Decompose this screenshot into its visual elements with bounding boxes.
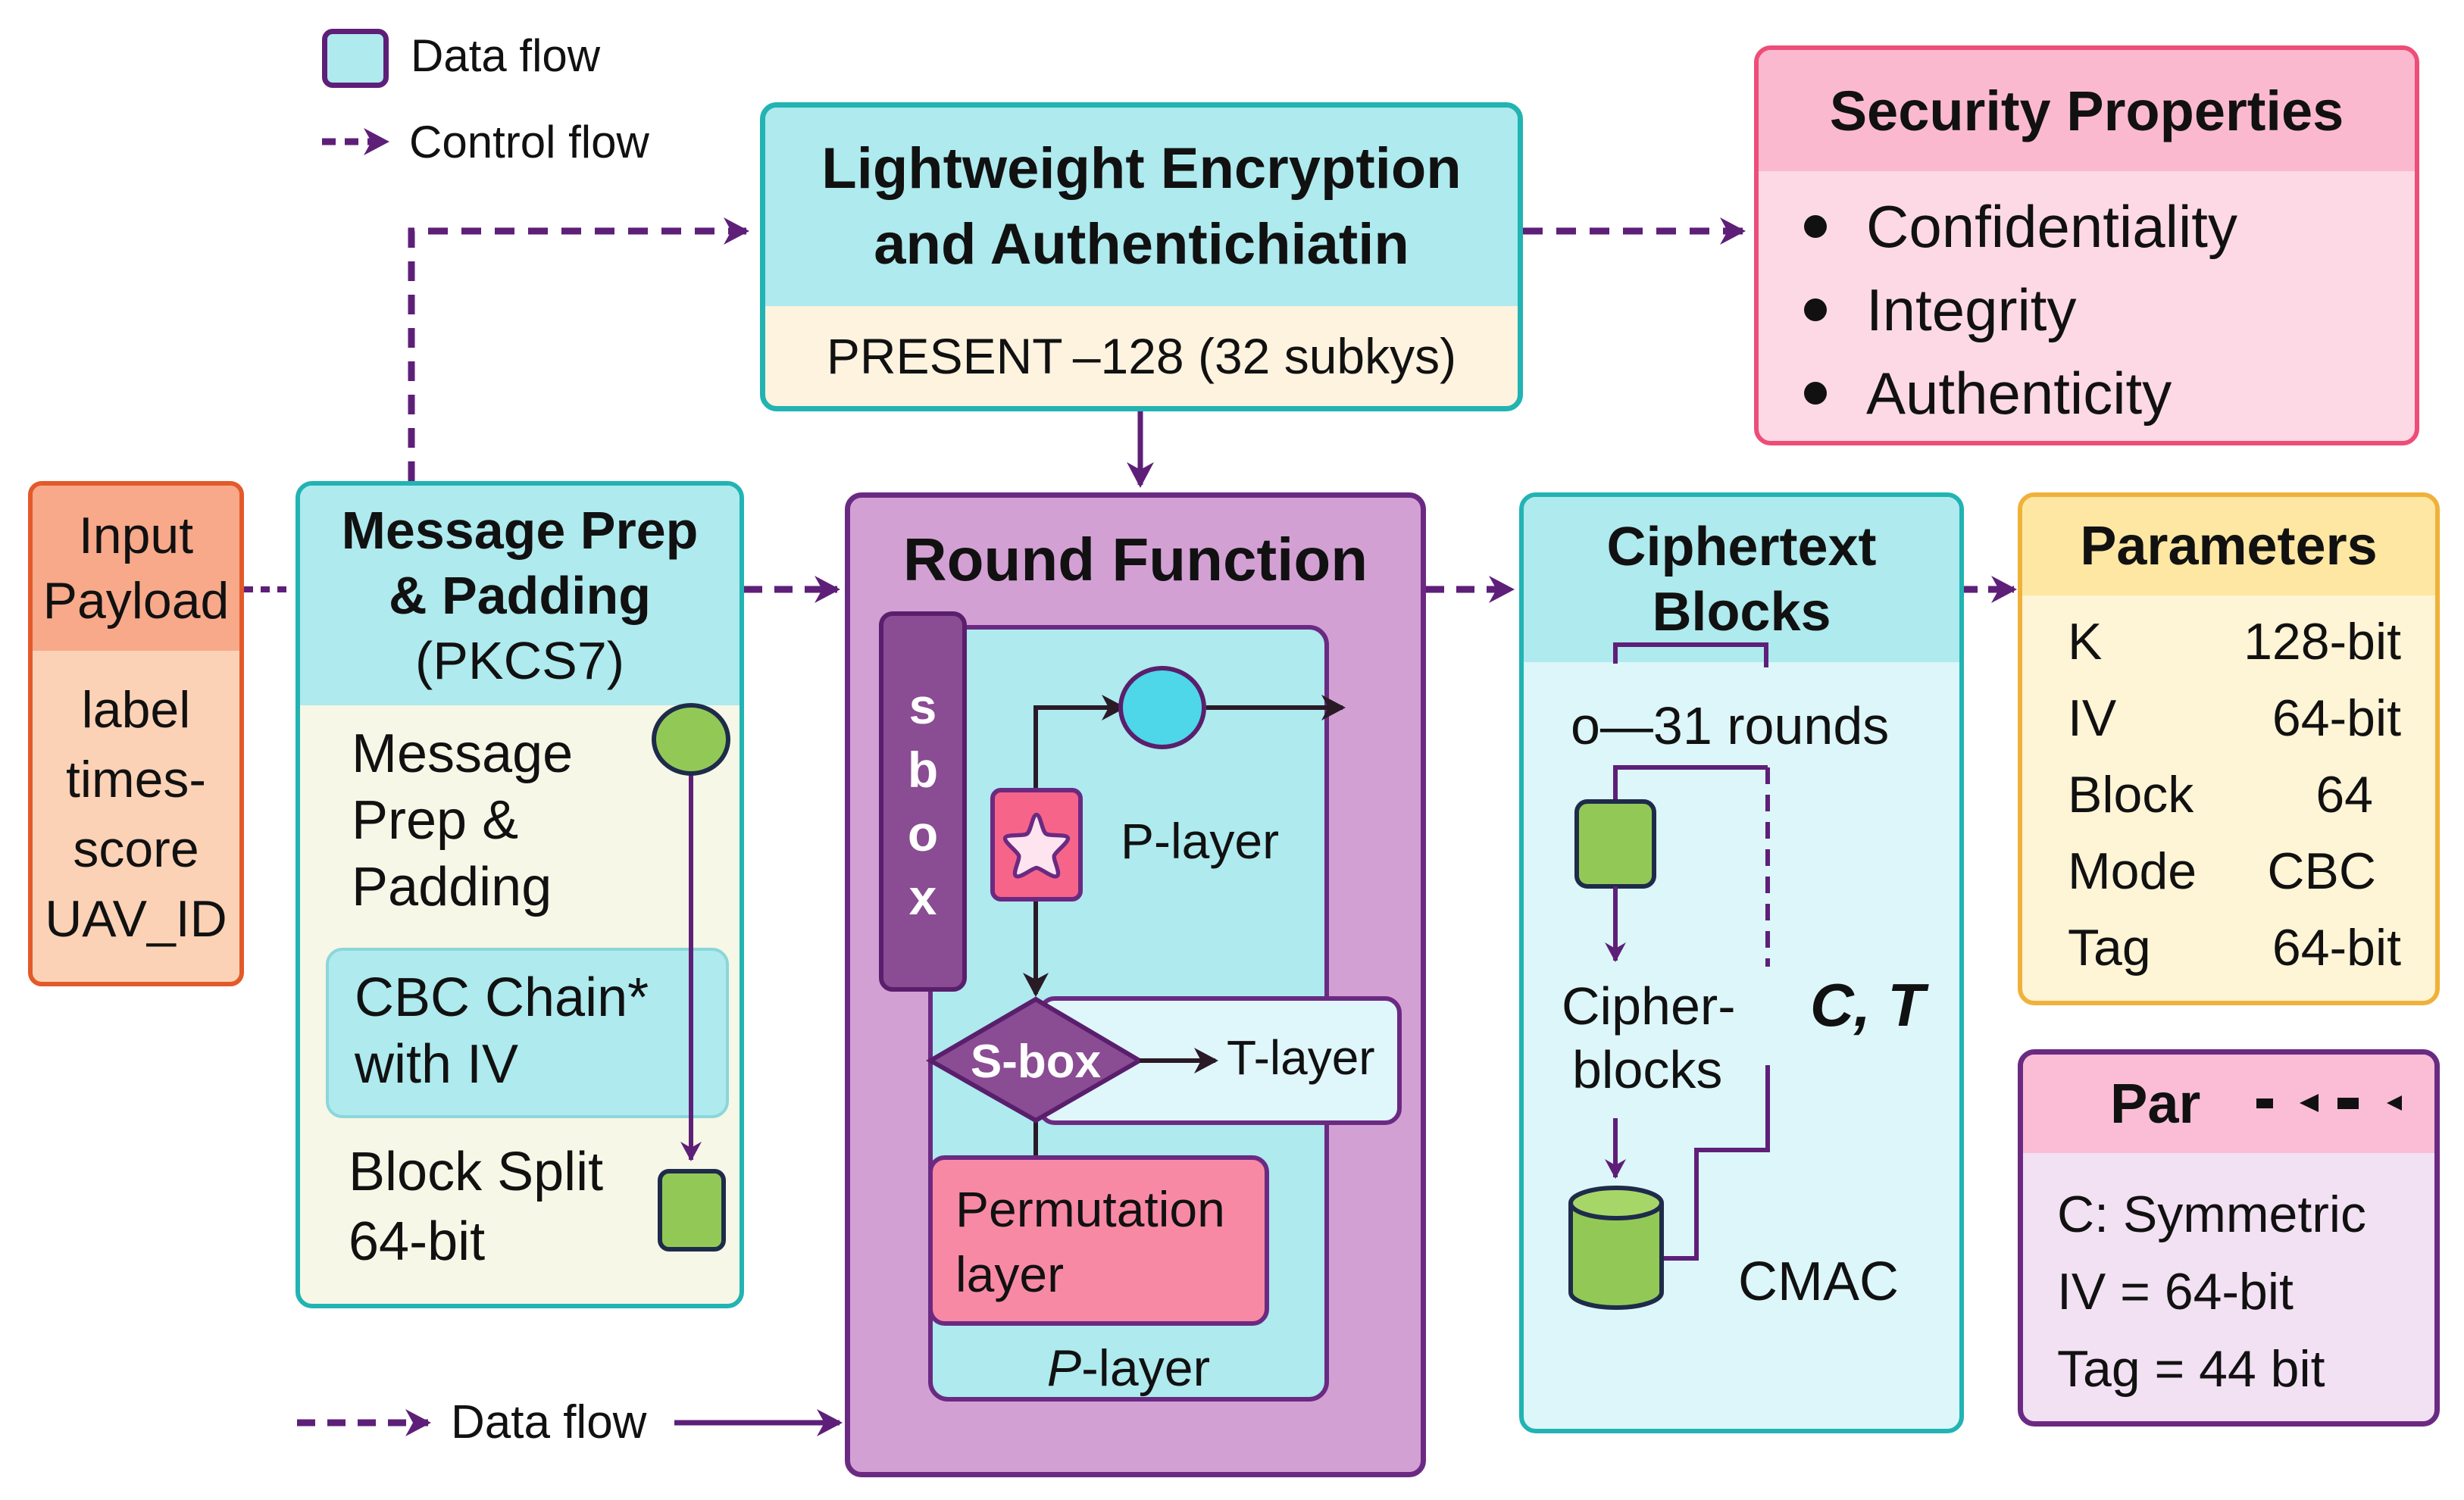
block-square-icon xyxy=(658,1169,726,1252)
message-prep-box[interactable]: Message Prep & Padding (PKCS7) Message P… xyxy=(295,481,744,1308)
parameter-row: Tag 64-bit xyxy=(2068,918,2401,977)
prep-title-line3: (PKCS7) xyxy=(414,631,625,690)
prep-step-line: Prep & xyxy=(352,790,519,851)
prep-step-line: Padding xyxy=(352,857,552,917)
cipher-block-icon xyxy=(1574,799,1656,889)
p-layer-bottom-label: P-layer xyxy=(1046,1339,1211,1397)
prep-flow-graphic xyxy=(652,703,730,1252)
par-line: C: Symmetric xyxy=(2057,1186,2366,1243)
legend-data-flow-swatch xyxy=(322,29,389,88)
cmac-label: CMAC xyxy=(1738,1252,1899,1312)
cbc-chain-box[interactable]: CBC Chain* with IV xyxy=(326,948,729,1118)
par-dashed-arrows-icon xyxy=(2256,1094,2402,1112)
payload-field: UAV_ID xyxy=(45,890,227,948)
sbox-vertical-bar[interactable]: s b o x xyxy=(879,611,967,992)
encryption-title-line2: and Authentichiatin xyxy=(874,212,1409,277)
ciphertext-blocks-box[interactable]: Ciphertext Blocks o—31 rounds Cipher- bl… xyxy=(1519,492,1964,1433)
security-title: Security Properties xyxy=(1829,79,2344,142)
security-item: Confidentiality xyxy=(1804,185,2415,268)
cipher-blocks-line: Cipher- xyxy=(1562,977,1736,1036)
security-item: Authenticity xyxy=(1804,352,2415,435)
bullet-icon xyxy=(1804,298,1827,321)
round-function-title: Round Function xyxy=(902,526,1368,593)
encryption-box[interactable]: Lightweight Encryption and Authentichiat… xyxy=(760,102,1523,411)
bullet-icon xyxy=(1804,382,1827,405)
rounds-label: o—31 rounds xyxy=(1571,696,1890,755)
parameter-row: Block 64 xyxy=(2068,765,2373,823)
parameter-row: Mode CBC xyxy=(2068,842,2376,900)
permutation-layer-box[interactable]: Permutation layer xyxy=(928,1155,1269,1326)
prep-title-line1: Message Prep xyxy=(341,501,699,560)
payload-field: label xyxy=(81,681,191,739)
cmac-database-icon xyxy=(1568,1186,1664,1310)
par-box[interactable]: Par C: Symmetric IV = 64-bit Tag = 44 bi… xyxy=(2018,1049,2440,1427)
control-arrow-prep-to-encryption xyxy=(408,217,749,481)
input-title-line1: Input xyxy=(78,507,194,564)
start-circle-icon xyxy=(652,703,730,776)
par-line: Tag = 44 bit xyxy=(2057,1340,2325,1398)
parameter-row: IV 64-bit xyxy=(2068,689,2401,747)
prep-step-line: Message xyxy=(352,723,574,784)
cipher-blocks-line: blocks xyxy=(1572,1040,1723,1099)
prep-title-line2: & Padding xyxy=(388,566,652,625)
payload-field: times- xyxy=(65,751,207,808)
sbox-diamond xyxy=(925,996,1144,1123)
security-item: Integrity xyxy=(1804,268,2415,352)
input-title-line2: Payload xyxy=(42,572,230,630)
par-line: IV = 64-bit xyxy=(2057,1263,2294,1320)
xor-circle-icon xyxy=(1118,666,1206,749)
bottom-data-flow-label: Data flow xyxy=(451,1396,647,1448)
ciphertext-title-line2: Blocks xyxy=(1652,582,1831,642)
sbox-diamond-label: S-box xyxy=(971,1036,1102,1088)
ciphertext-graphic xyxy=(1568,642,1770,1310)
round-function-graphic: S-box xyxy=(925,666,1346,1155)
payload-field: score xyxy=(73,820,199,878)
p-layer-label: P-layer xyxy=(1121,813,1280,869)
legend-control-flow-label: Control flow xyxy=(409,117,649,167)
security-properties-box[interactable]: Security Properties Confidentiality Inte… xyxy=(1754,45,2419,445)
parameters-title: Parameters xyxy=(2080,516,2378,577)
ct-label: C, T xyxy=(1810,971,1925,1039)
block-split-line: Block Split xyxy=(349,1142,604,1202)
encryption-subtitle: PRESENT –128 (32 subkys) xyxy=(826,328,1457,384)
ciphertext-title-line1: Ciphertext xyxy=(1606,517,1877,577)
star-block[interactable] xyxy=(990,788,1083,902)
round-function-box[interactable]: Round Function s b o x P-layer T-layer P… xyxy=(845,492,1426,1477)
encryption-title-line1: Lightweight Encryption xyxy=(821,136,1462,201)
par-title: Par xyxy=(2110,1072,2201,1135)
t-layer-label: T-layer xyxy=(1227,1030,1375,1085)
star-icon xyxy=(1002,812,1071,879)
parameters-box[interactable]: Parameters K 128-bit IV 64-bit Block 64 … xyxy=(2018,492,2440,1005)
parameter-row: K 128-bit xyxy=(2068,612,2401,670)
block-split-line: 64-bit xyxy=(349,1211,486,1272)
input-payload-box[interactable]: Input Payload label times- score UAV_ID xyxy=(28,481,244,986)
bullet-icon xyxy=(1804,215,1827,238)
legend-data-flow-label: Data flow xyxy=(411,30,601,81)
